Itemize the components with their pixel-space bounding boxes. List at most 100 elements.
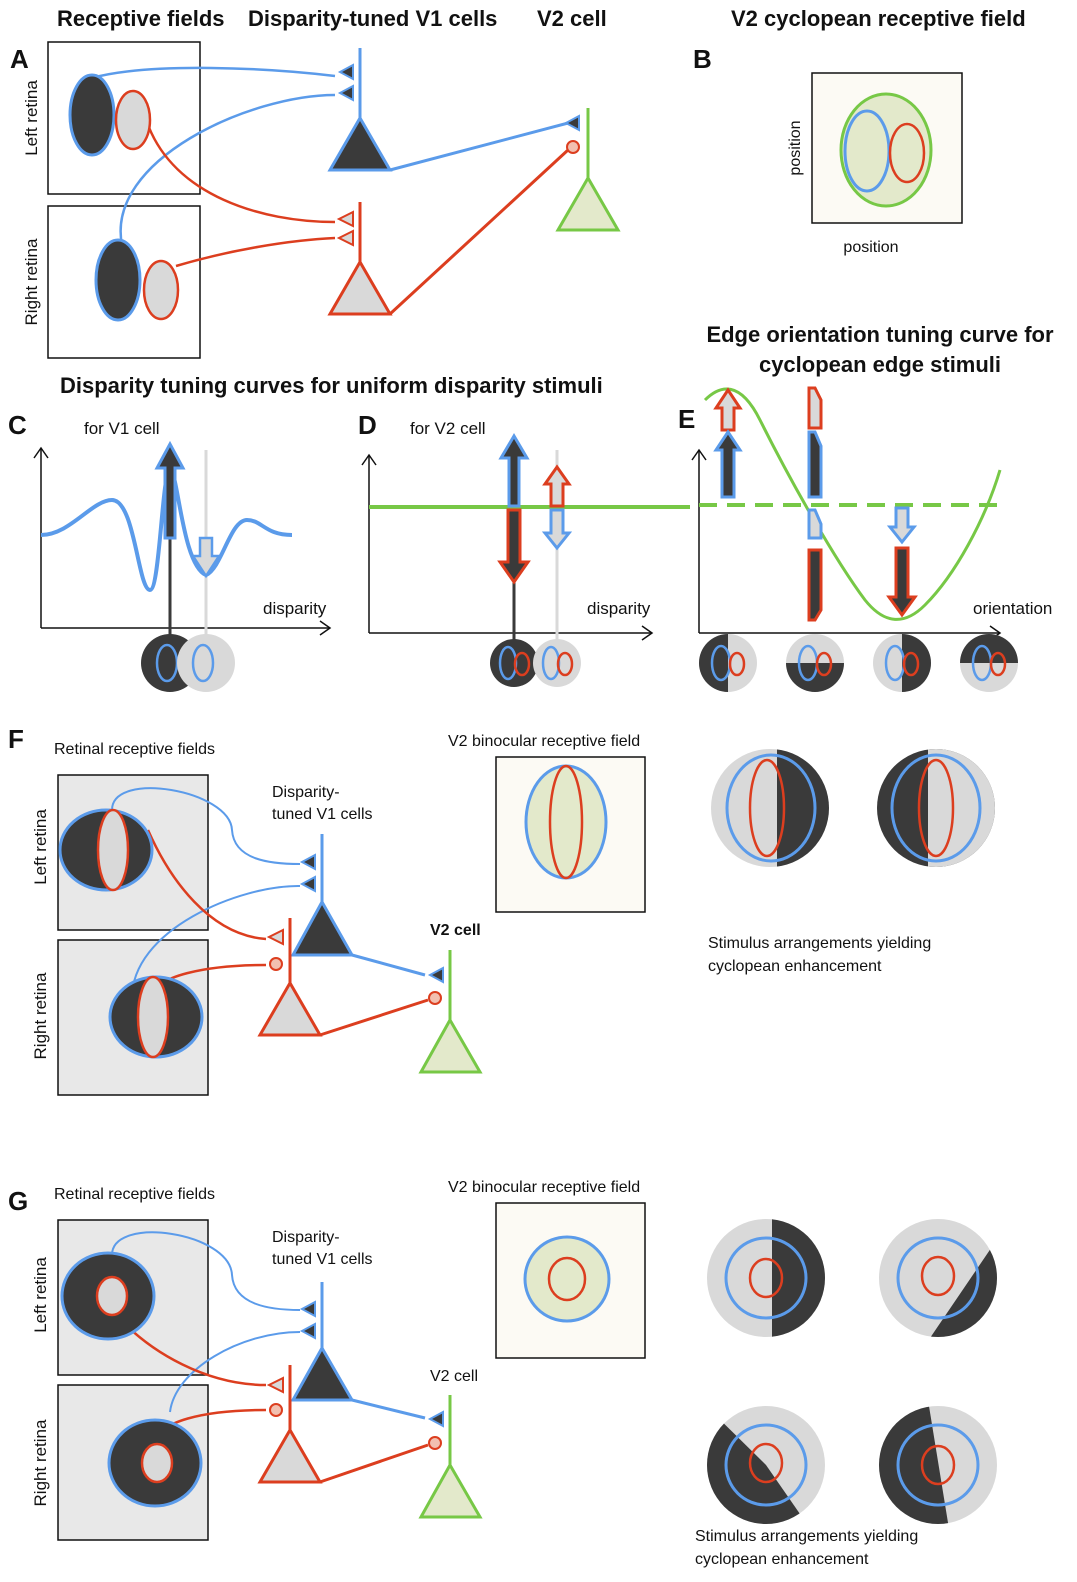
panel-label-e: E bbox=[678, 404, 695, 434]
label-for-v2-cell: for V2 cell bbox=[410, 419, 486, 438]
left-light-rf bbox=[114, 89, 152, 151]
g-conn-right-blue bbox=[169, 1331, 301, 1413]
g-right-rf-inner bbox=[140, 1442, 174, 1484]
f-v1-label-1: Disparity- bbox=[272, 784, 340, 801]
g3-dark-part bbox=[707, 1406, 818, 1524]
g-v2-cell bbox=[418, 1461, 483, 1519]
g-v2-excitatory bbox=[427, 1410, 444, 1428]
f-binocular-rf-outer bbox=[524, 764, 608, 880]
cyclopean-rf-red bbox=[888, 122, 926, 184]
panel-d: disparity bbox=[361, 433, 690, 687]
f-binocular-rf-inner bbox=[548, 764, 584, 880]
e-xlabel: orientation bbox=[973, 599, 1052, 618]
g-v2-inhibitory bbox=[428, 1436, 442, 1450]
e4-dark-half bbox=[960, 634, 1018, 663]
f-v2-excitatory bbox=[427, 966, 444, 984]
d-down-arrow-blue bbox=[541, 508, 573, 551]
g-conn-left-blue bbox=[111, 1231, 301, 1311]
f2-red-rf bbox=[917, 758, 955, 858]
e1-up-blue bbox=[713, 429, 743, 499]
connection-left-blue bbox=[91, 66, 336, 80]
g-v1-dark-synapse-2 bbox=[299, 1322, 316, 1340]
f1-blue-rf bbox=[725, 753, 817, 863]
g-v1-dark-synapse-1 bbox=[299, 1300, 316, 1318]
c-x-arrowhead bbox=[319, 620, 332, 636]
g-left-rf-inner bbox=[95, 1275, 129, 1317]
c-xlabel: disparity bbox=[263, 599, 327, 618]
connection-right-red bbox=[175, 236, 336, 268]
e3-down-blue bbox=[886, 506, 918, 545]
f-v1-light-inhibitory bbox=[269, 957, 283, 971]
g4-dark-part bbox=[879, 1406, 950, 1524]
g-v1-light-inhibitory bbox=[269, 1403, 283, 1417]
g3-red-rf bbox=[748, 1442, 784, 1484]
panel-c: disparity bbox=[33, 440, 332, 692]
connection-left-red bbox=[146, 124, 336, 224]
d-up-arrow-red bbox=[542, 464, 572, 508]
f-conn-right-blue bbox=[130, 884, 301, 1001]
e1-dark-half bbox=[699, 634, 728, 692]
v1-dark-synapse-2 bbox=[337, 84, 354, 102]
f-left-rf-inner bbox=[96, 808, 130, 892]
right-light-rf bbox=[142, 259, 180, 321]
f-v1-light-synapse bbox=[266, 928, 284, 946]
f-stimulus-label-1: Stimulus arrangements yielding bbox=[708, 935, 931, 952]
e2-down-red bbox=[807, 548, 823, 622]
g-axon-red bbox=[319, 1443, 429, 1484]
f-right-rf-inner bbox=[136, 975, 170, 1059]
header-receptive-fields: Receptive fields bbox=[57, 6, 225, 31]
header-v2-cyclopean-rf: V2 cyclopean receptive field bbox=[731, 6, 1026, 31]
g-axon-blue bbox=[351, 1398, 426, 1420]
g-v1-dark-cell bbox=[290, 1344, 355, 1402]
e2-up-blue bbox=[807, 430, 823, 499]
g-binocular-rf-inner bbox=[547, 1256, 587, 1302]
e2-up-red bbox=[807, 386, 823, 430]
f-stimulus-label-2: cyclopean enhancement bbox=[708, 958, 882, 975]
panel-label-d: D bbox=[358, 410, 377, 440]
f-stimulus-1 bbox=[711, 749, 829, 867]
c-up-arrow bbox=[154, 440, 186, 540]
v1-dark-cell bbox=[327, 114, 393, 172]
left-retina-label: Left retina bbox=[22, 80, 41, 156]
g2-red-rf bbox=[920, 1255, 956, 1297]
right-retina-label: Right retina bbox=[22, 238, 41, 325]
d-y-arrowhead bbox=[361, 453, 377, 466]
e2-red-rf bbox=[815, 651, 833, 677]
c-light-stimulus-rf bbox=[191, 643, 215, 683]
header-v2-cell: V2 cell bbox=[537, 6, 607, 31]
f-retinal-rf-label: Retinal receptive fields bbox=[54, 741, 215, 758]
v2-inhibitory-synapse bbox=[566, 140, 580, 154]
f-axon-red bbox=[319, 998, 429, 1037]
panel-label-b: B bbox=[693, 44, 712, 74]
d-light-stimulus-red-rf bbox=[556, 651, 574, 677]
f-v1-label-2: tuned V1 cells bbox=[272, 806, 373, 823]
c-y-arrowhead bbox=[33, 446, 49, 459]
header-edge-tuning-1: Edge orientation tuning curve for bbox=[706, 322, 1054, 347]
label-for-v1-cell: for V1 cell bbox=[84, 419, 160, 438]
e3-down-red bbox=[886, 546, 918, 618]
f-v1-dark-synapse-1 bbox=[299, 853, 316, 871]
v2-excitatory-synapse bbox=[563, 114, 580, 132]
d-up-arrow-blue bbox=[498, 433, 530, 508]
right-dark-rf bbox=[94, 238, 142, 322]
g4-blue-rf bbox=[896, 1423, 980, 1507]
f-v2-inhibitory bbox=[428, 991, 442, 1005]
e-stimulus-4 bbox=[960, 634, 1018, 692]
panel-label-g: G bbox=[8, 1186, 28, 1216]
f-v1-dark-synapse-2 bbox=[299, 875, 316, 893]
e3-red-rf bbox=[902, 651, 920, 677]
e2-down-blue bbox=[807, 508, 823, 540]
e3-dark-half bbox=[902, 634, 931, 692]
f-axon-blue bbox=[351, 953, 426, 977]
d-x-arrowhead bbox=[641, 625, 654, 641]
e1-red-rf bbox=[728, 651, 746, 677]
cyclopean-rf-green bbox=[839, 92, 933, 208]
v1-light-synapse-2 bbox=[336, 229, 354, 247]
d-down-arrow-red bbox=[497, 508, 531, 585]
f-conn-left-red bbox=[146, 829, 267, 941]
g-retinal-rf-label: Retinal receptive fields bbox=[54, 1186, 215, 1203]
g-v1-light-cell bbox=[257, 1426, 323, 1484]
f1-red-rf bbox=[748, 758, 786, 858]
